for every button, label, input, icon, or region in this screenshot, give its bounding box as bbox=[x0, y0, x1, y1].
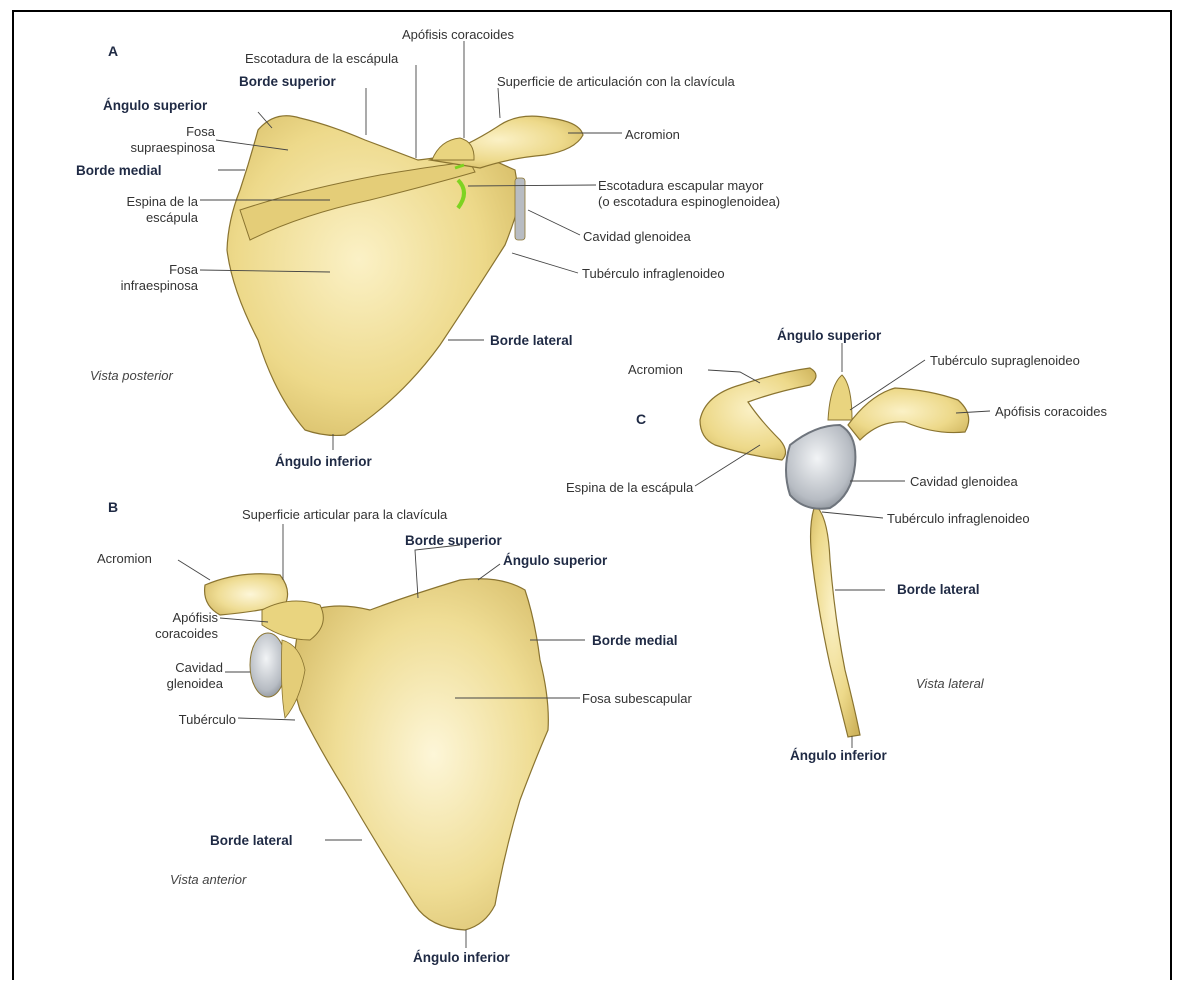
label-b-apofisis-2: coracoides bbox=[110, 626, 218, 641]
label-b-apofisis-1: Apófisis bbox=[110, 610, 218, 625]
scapula-a-glenoid-edge bbox=[515, 178, 525, 240]
scapula-c-superior-angle bbox=[828, 375, 852, 420]
label-b-cavidad-1: Cavidad bbox=[110, 660, 223, 675]
label-b-view: Vista anterior bbox=[170, 872, 246, 887]
label-a-fosa-infraespinosa-1: Fosa bbox=[80, 262, 198, 277]
label-a-cavidad-glenoidea: Cavidad glenoidea bbox=[583, 229, 691, 244]
scapula-anterior bbox=[205, 574, 549, 930]
label-a-escotadura-escapula: Escotadura de la escápula bbox=[245, 51, 398, 66]
label-c-borde-lateral: Borde lateral bbox=[897, 582, 980, 597]
label-a-acromion: Acromion bbox=[625, 127, 680, 142]
label-a-angulo-inferior: Ángulo inferior bbox=[275, 454, 372, 469]
label-b-fosa-subescapular: Fosa subescapular bbox=[582, 691, 692, 706]
label-b-angulo-superior: Ángulo superior bbox=[503, 553, 607, 568]
label-b-borde-superior: Borde superior bbox=[405, 533, 502, 548]
label-c-cavidad-glenoidea: Cavidad glenoidea bbox=[910, 474, 1018, 489]
label-a-escotadura-mayor-2: (o escotadura espinoglenoidea) bbox=[598, 194, 780, 209]
label-b-cavidad-2: glenoidea bbox=[110, 676, 223, 691]
label-a-espina-1: Espina de la bbox=[80, 194, 198, 209]
label-a-fosa-supraespinosa-1: Fosa bbox=[140, 124, 215, 139]
label-a-espina-2: escápula bbox=[80, 210, 198, 225]
label-c-tuberculo-infraglenoideo: Tubérculo infraglenoideo bbox=[887, 511, 1030, 526]
label-c-tuberculo-supraglenoideo: Tubérculo supraglenoideo bbox=[930, 353, 1080, 368]
label-b-tuberculo: Tubérculo bbox=[110, 712, 236, 727]
label-b-superficie-clavicula: Superficie articular para la clavícula bbox=[242, 507, 447, 522]
label-a-apofisis-coracoides: Apófisis coracoides bbox=[402, 27, 514, 42]
panel-a-letter: A bbox=[108, 44, 118, 59]
label-a-borde-lateral: Borde lateral bbox=[490, 333, 573, 348]
label-a-escotadura-mayor-1: Escotadura escapular mayor bbox=[598, 178, 763, 193]
label-c-acromion: Acromion bbox=[628, 362, 683, 377]
scapula-b-body bbox=[293, 579, 548, 930]
label-a-borde-superior: Borde superior bbox=[239, 74, 336, 89]
scapula-a-coracoid bbox=[432, 138, 474, 160]
label-a-fosa-infraespinosa-2: infraespinosa bbox=[60, 278, 198, 293]
label-a-angulo-superior: Ángulo superior bbox=[103, 98, 207, 113]
label-c-apofisis-coracoides: Apófisis coracoides bbox=[995, 404, 1107, 419]
label-a-superficie-clavicula: Superficie de articulación con la clavíc… bbox=[497, 74, 735, 89]
label-b-acromion: Acromion bbox=[97, 551, 152, 566]
label-b-borde-lateral: Borde lateral bbox=[210, 833, 293, 848]
label-c-espina: Espina de la escápula bbox=[566, 480, 693, 495]
scapula-c-glenoid bbox=[786, 425, 855, 509]
panel-b-letter: B bbox=[108, 500, 118, 515]
label-c-angulo-inferior: Ángulo inferior bbox=[790, 748, 887, 763]
label-c-view: Vista lateral bbox=[916, 676, 984, 691]
label-a-borde-medial: Borde medial bbox=[76, 163, 162, 178]
scapula-b-glenoid bbox=[250, 633, 286, 697]
label-c-angulo-superior: Ángulo superior bbox=[777, 328, 881, 343]
label-a-view: Vista posterior bbox=[90, 368, 173, 383]
scapula-c-coracoid bbox=[848, 388, 969, 440]
scapula-posterior bbox=[227, 116, 583, 436]
panel-c-letter: C bbox=[636, 412, 646, 427]
scapula-c-shaft bbox=[811, 505, 860, 737]
label-a-tuberculo-infraglenoideo: Tubérculo infraglenoideo bbox=[582, 266, 725, 281]
label-a-fosa-supraespinosa-2: supraespinosa bbox=[100, 140, 215, 155]
label-b-angulo-inferior: Ángulo inferior bbox=[413, 950, 510, 965]
label-b-borde-medial: Borde medial bbox=[592, 633, 678, 648]
